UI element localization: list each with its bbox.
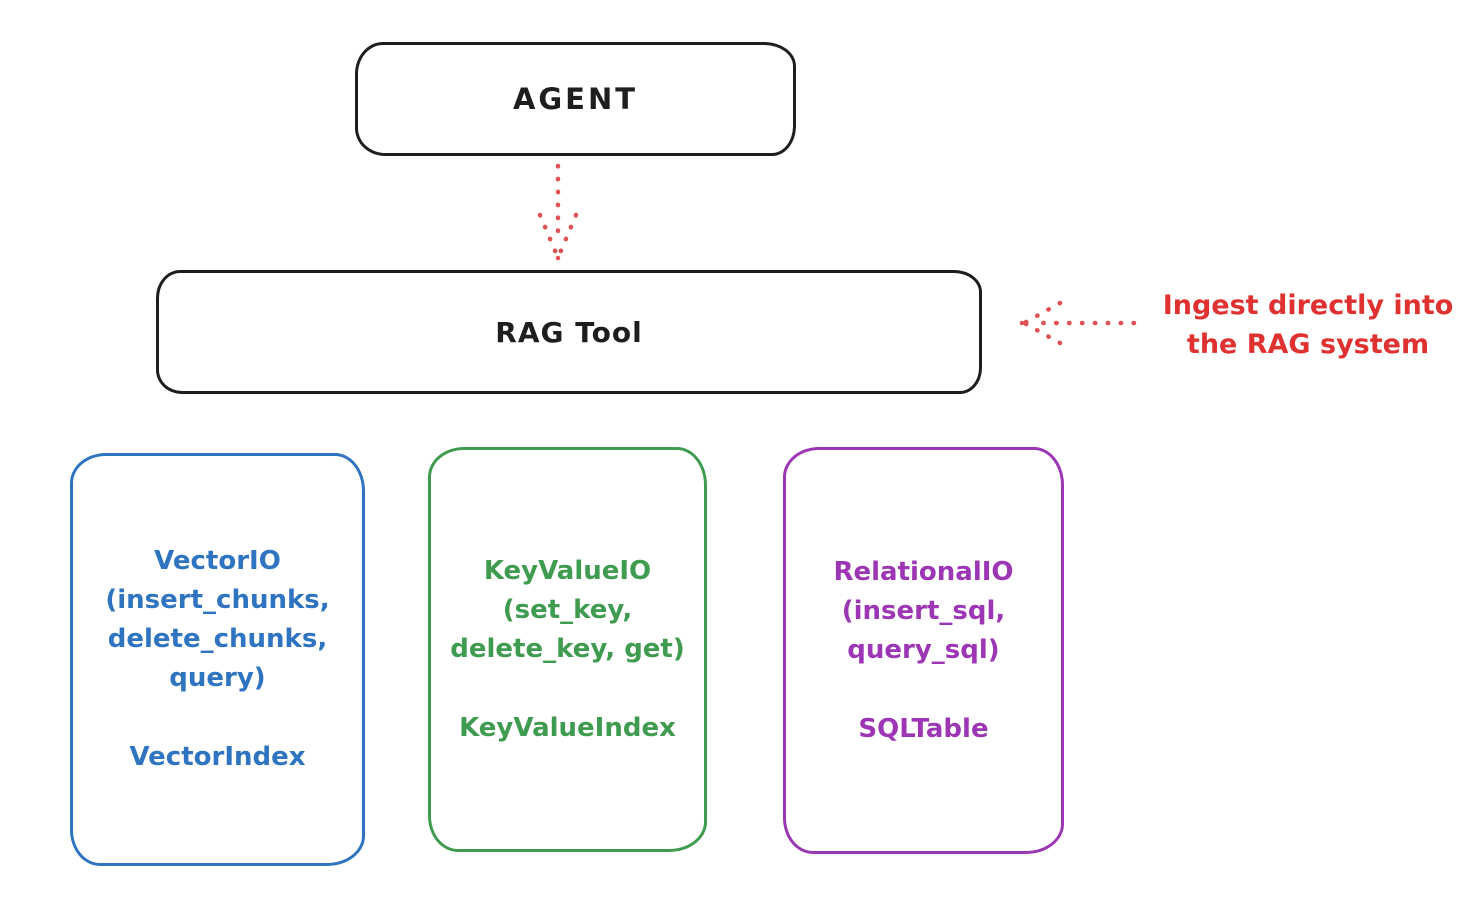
dotted-arrow-left-icon: [1019, 300, 1137, 346]
relational-io-methods: RelationalIO (insert_sql, query_sql): [833, 556, 1014, 665]
rag-tool-node-label: RAG Tool: [495, 315, 643, 349]
rag-tool-node: RAG Tool: [156, 270, 982, 394]
relational-io-node: RelationalIO (insert_sql, query_sql) SQL…: [783, 447, 1064, 854]
dotted-arrow-down-icon: [537, 163, 579, 261]
agent-node-label: AGENT: [512, 82, 639, 116]
keyvalue-io-methods: KeyValueIO (set_key, delete_key, get): [450, 555, 685, 664]
keyvalue-index-label: KeyValueIndex: [459, 712, 676, 743]
vector-io-node: VectorIO (insert_chunks, delete_chunks, …: [70, 453, 365, 866]
agent-node: AGENT: [355, 42, 796, 156]
sql-table-label: SQLTable: [858, 713, 989, 744]
vector-io-methods: VectorIO (insert_chunks, delete_chunks, …: [105, 546, 330, 693]
vector-index-label: VectorIndex: [129, 742, 306, 772]
keyvalue-io-node: KeyValueIO (set_key, delete_key, get) Ke…: [428, 447, 707, 852]
ingest-annotation: Ingest directly into the RAG system: [1162, 290, 1454, 361]
